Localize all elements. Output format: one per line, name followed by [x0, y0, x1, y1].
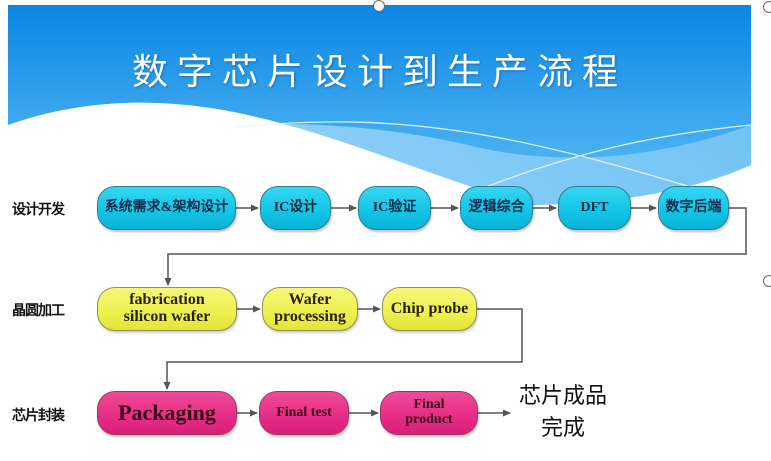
final-result-line1: 芯片成品 — [518, 384, 607, 409]
final-result: 芯片成品 完成 — [513, 381, 613, 445]
step-packaging[interactable]: Packaging — [97, 391, 237, 435]
step-label: Packaging — [118, 400, 216, 426]
step-wafer-processing[interactable]: Wafer processing — [262, 287, 358, 331]
banner-swoosh-line-1 — [237, 121, 749, 205]
step-chip-probe[interactable]: Chip probe — [382, 287, 477, 331]
resize-handle-right[interactable] — [763, 275, 771, 287]
banner-swoosh-line-2 — [477, 124, 751, 191]
stage-label-wafer: 晶圆加工 — [12, 303, 65, 319]
step-label: Chip probe — [390, 299, 469, 317]
header-banner — [8, 5, 751, 205]
step-logic-synthesis[interactable]: 逻辑综合 — [460, 186, 533, 230]
step-label: fabrication silicon wafer — [123, 291, 211, 325]
resize-handle-top-right[interactable] — [763, 1, 771, 13]
final-result-line2: 完成 — [540, 415, 585, 441]
step-fabrication-silicon-wafer[interactable]: fabrication silicon wafer — [97, 287, 237, 331]
step-ic-design[interactable]: IC设计 — [260, 186, 331, 230]
step-label: Wafer processing — [274, 291, 346, 325]
step-label: 系统需求&架构设计 — [104, 199, 229, 215]
stage-label-packaging: 芯片封装 — [12, 408, 65, 424]
step-label: 数字后端 — [665, 199, 722, 215]
step-label: IC验证 — [372, 199, 417, 215]
banner-wave-white — [8, 102, 528, 205]
resize-handle-top[interactable] — [373, 0, 385, 12]
step-digital-backend[interactable]: 数字后端 — [658, 186, 729, 230]
step-final-product[interactable]: Final product — [380, 391, 478, 435]
step-label: Final product — [405, 397, 453, 427]
step-label: IC设计 — [273, 199, 318, 215]
step-label: Final test — [276, 404, 332, 420]
stage-label-design: 设计开发 — [12, 202, 65, 218]
step-label: DFT — [580, 199, 609, 215]
step-label: 逻辑综合 — [468, 199, 525, 215]
step-ic-verification[interactable]: IC验证 — [358, 186, 431, 230]
page-title: 数字芯片设计到生产流程 — [131, 52, 627, 93]
slide: 数字芯片设计到生产流程 设计开发 晶圆加 — [8, 5, 751, 461]
step-system-requirements-architecture[interactable]: 系统需求&架构设计 — [97, 186, 236, 230]
step-dft[interactable]: DFT — [558, 186, 631, 230]
step-final-test[interactable]: Final test — [259, 391, 349, 435]
